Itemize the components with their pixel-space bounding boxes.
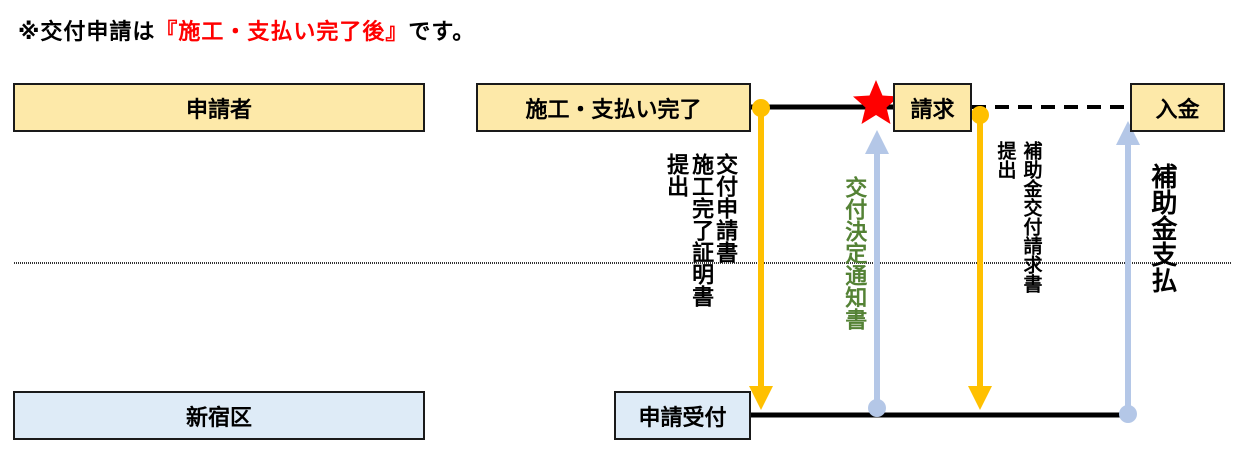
title-prefix: ※交付申請は [18,20,156,45]
arrow-decision-origin [868,399,886,417]
lane-ward: 新宿区 [13,391,425,440]
label-decision-notice: 交付決定通知書 [841,176,867,330]
box-payment-received: 入金 [1130,83,1225,132]
box-construction-complete: 施工・支払い完了 [476,83,751,132]
title-suffix: です。 [408,20,476,45]
box-application-received: 申請受付 [614,391,751,440]
star-icon [853,80,899,124]
arrow-payment-origin [1119,405,1137,423]
page-title: ※交付申請は『施工・支払い完了後』です。 [18,14,475,46]
label-grant-payment: 補助金支払 [1146,163,1177,293]
box-billing: 請求 [893,83,972,132]
label-grant-invoice-submit: 提出 [994,141,1017,179]
label-grant-application-form: 交付申請書 [712,153,738,263]
label-grant-application-submit: 提出 [663,153,689,197]
label-grant-invoice: 補助金交付請求書 [1020,141,1043,293]
arrow-application-origin [752,99,770,117]
lane-applicant: 申請者 [13,83,425,132]
title-highlight: 『施工・支払い完了後』 [155,20,409,45]
label-completion-certificate: 施工完了証明書 [688,153,714,307]
arrow-invoice-origin [971,106,989,124]
